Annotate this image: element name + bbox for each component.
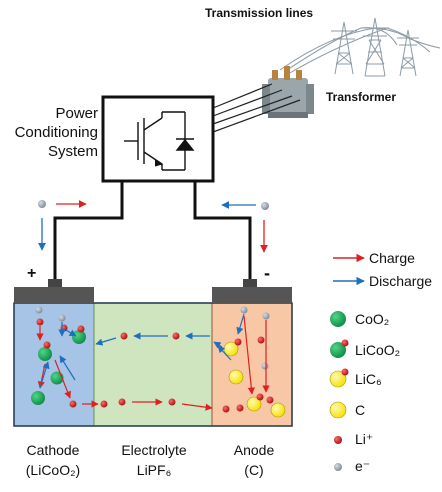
legend-coo2-label: CoO₂: [355, 311, 390, 327]
legend-e-swatch: [334, 463, 342, 471]
legend-c-swatch: [329, 401, 347, 419]
electrolyte-formula: LiPF₆: [136, 462, 172, 478]
cathode-formula: (LiCoO₂): [25, 462, 81, 478]
legend-charge-label: Charge: [369, 250, 415, 266]
power-conditioning-label: Power Conditioning System: [6, 104, 98, 161]
anode-particles: [213, 306, 286, 418]
electrolyte-name: Electrolyte: [121, 442, 187, 458]
electrolyte-compartment: [93, 302, 213, 427]
legend-licoo2-swatch: [330, 342, 346, 358]
power-label-line2: Conditioning: [14, 124, 98, 141]
electrolyte-caption: Electrolyte LiPF₆: [104, 440, 204, 480]
legend-lic6-label: LiC₆: [355, 371, 382, 387]
legend-licoo2-label: LiCoO₂: [355, 342, 401, 358]
transmission-lines-label: Transmission lines: [205, 6, 314, 20]
legend-lic6-swatch: [329, 370, 347, 388]
positive-terminal: [48, 279, 62, 289]
external-electrons: [38, 200, 269, 253]
cathode-compartment: [13, 302, 95, 427]
power-label-line1: Power: [55, 105, 98, 122]
electrolyte-particles: [82, 332, 213, 411]
anode-formula: (C): [244, 462, 264, 478]
power-conditioning-box: [101, 95, 215, 183]
legend-li-swatch: [334, 436, 342, 444]
outer-frame: [13, 302, 293, 427]
transformer-label: Transformer: [326, 90, 397, 104]
negative-terminal: [243, 279, 257, 289]
transmission-towers-icon: [279, 17, 441, 77]
transformer-icon: [262, 66, 314, 118]
cathode-particles: [31, 306, 86, 408]
igbt-diode-icon: [124, 111, 195, 171]
anode-plate: [212, 287, 292, 303]
negative-terminal-sign: -: [264, 263, 270, 283]
transformer-lines: [212, 83, 301, 133]
cathode-caption: Cathode (LiCoO₂): [8, 440, 98, 480]
power-label-line3: System: [47, 143, 98, 160]
positive-terminal-sign: +: [27, 265, 37, 282]
legend-discharge-label: Discharge: [369, 273, 433, 289]
external-wires: [53, 181, 252, 280]
legend-li-label: Li⁺: [355, 431, 374, 447]
legend-e-label: e⁻: [355, 458, 371, 474]
anode-name: Anode: [233, 442, 275, 458]
legend-c-label: C: [355, 402, 366, 418]
anode-caption: Anode (C): [214, 440, 294, 480]
legend-graphics: [329, 253, 365, 471]
cathode-plate: [14, 287, 94, 303]
cathode-name: Cathode: [26, 442, 80, 458]
legend-coo2-swatch: [330, 311, 346, 327]
